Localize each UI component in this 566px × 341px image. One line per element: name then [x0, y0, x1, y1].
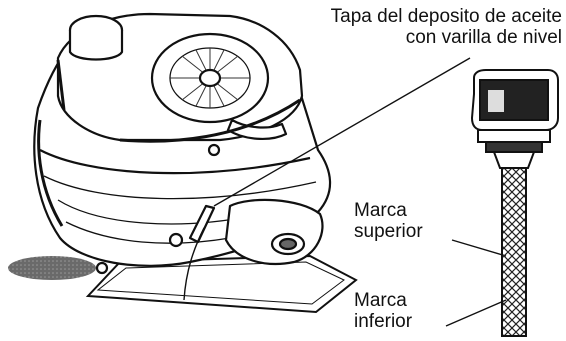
ground-shadow	[8, 256, 96, 280]
dipstick-cap-label-line2: con varilla de nivel	[331, 27, 562, 48]
upper-mark-label-line1: Marca	[354, 200, 423, 221]
upper-mark-label-line2: superior	[354, 221, 423, 242]
engine	[34, 14, 330, 273]
dipstick-cap-label-line1: Tapa del deposito de aceite	[331, 6, 562, 27]
upper-mark-label: Marca superior	[354, 200, 423, 242]
lower-mark-label-line1: Marca	[354, 290, 412, 311]
lower-mark-label: Marca inferior	[354, 290, 412, 332]
lower-mark-leader	[446, 300, 506, 326]
upper-mark-leader	[452, 240, 506, 256]
lower-mark-label-line2: inferior	[354, 311, 412, 332]
dipstick-cap-label: Tapa del deposito de aceite con varilla …	[331, 6, 562, 48]
dipstick	[472, 70, 558, 336]
